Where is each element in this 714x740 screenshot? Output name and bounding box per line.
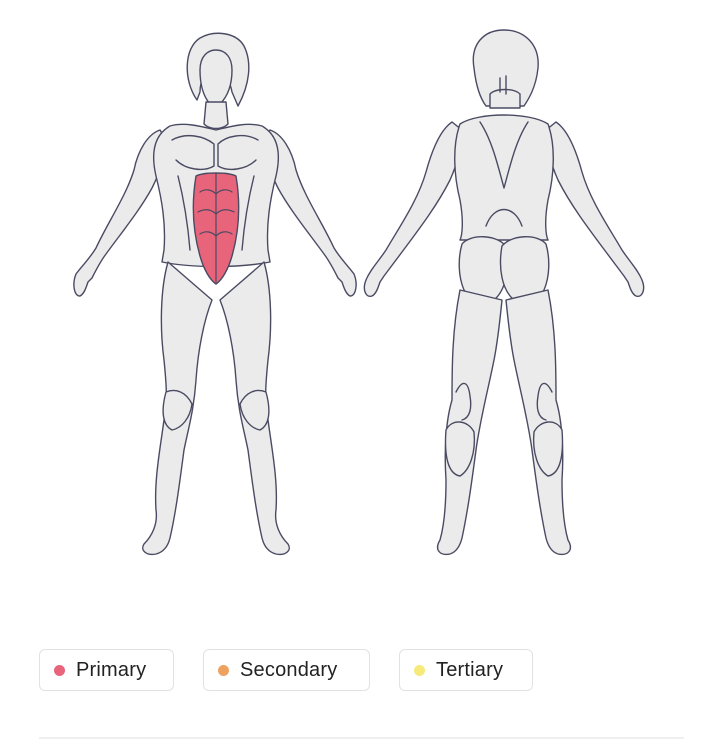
front-figure: [73, 32, 357, 556]
front-knee-left: [162, 389, 193, 431]
back-head: [472, 29, 539, 107]
back-calf-right: [532, 421, 564, 477]
primary-dot-icon: [54, 664, 65, 676]
front-face: [199, 49, 233, 107]
legend-item-primary: Primary: [39, 649, 174, 691]
front-arm-right: [263, 129, 357, 297]
secondary-dot-icon: [218, 664, 229, 676]
back-figure: [363, 29, 645, 556]
back-arm-right: [545, 121, 645, 297]
back-leg-right: [505, 289, 572, 556]
muscle-map: [73, 29, 645, 556]
front-knee-right: [239, 389, 270, 431]
back-torso: [454, 114, 554, 241]
back-arm-left: [363, 121, 463, 297]
back-neck: [489, 88, 521, 109]
front-pec-right: [217, 134, 259, 171]
front-pec-left: [171, 134, 215, 171]
divider: [39, 737, 684, 739]
back-calf-left: [444, 421, 476, 477]
legend-label: Primary: [76, 658, 147, 681]
front-oblique-left: [177, 175, 191, 251]
front-neck: [203, 101, 229, 130]
muscle-diagram: [73, 29, 645, 556]
tertiary-dot-icon: [414, 664, 425, 676]
legend-item-tertiary: Tertiary: [399, 649, 533, 691]
legend-label: Tertiary: [436, 658, 504, 681]
legend-item-secondary: Secondary: [203, 649, 370, 691]
back-leg-left: [436, 289, 503, 556]
front-oblique-right: [241, 175, 255, 251]
front-arm-left: [73, 129, 167, 297]
legend-label: Secondary: [240, 658, 338, 681]
